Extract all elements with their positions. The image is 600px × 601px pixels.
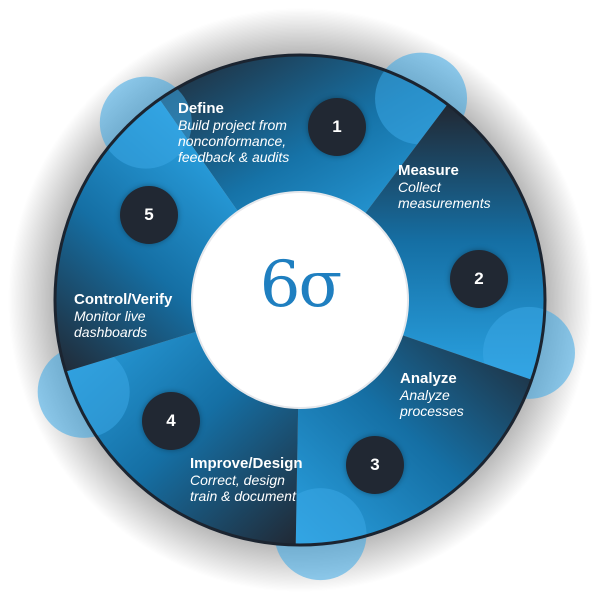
step-description: Analyze processes xyxy=(400,387,464,420)
step-description: Correct, design train & document xyxy=(190,472,296,505)
center-hub xyxy=(192,192,408,408)
step-description: Build project from nonconformance, feedb… xyxy=(178,117,290,166)
step-label-improve-design: Improve/Design Correct, design train & d… xyxy=(190,455,303,504)
step-title: Measure xyxy=(398,162,459,179)
step-label-define: Define Build project from nonconformance… xyxy=(178,100,289,166)
ring-outer-border xyxy=(53,53,547,547)
step-title: Define xyxy=(178,100,224,117)
step-number-badge-2: 2 xyxy=(450,250,508,308)
step-number-badge-4: 4 xyxy=(142,392,200,450)
step-number-badge-1: 1 xyxy=(308,98,366,156)
step-description: Monitor live dashboards xyxy=(74,308,148,341)
step-number-badge-3: 3 xyxy=(346,436,404,494)
six-sigma-symbol: 6σ xyxy=(259,248,342,322)
segment-wave-3 xyxy=(274,488,367,581)
step-label-analyze: Analyze Analyze processes xyxy=(400,370,464,419)
segment-wave-4 xyxy=(37,345,130,438)
step-description: Collect measurements xyxy=(398,179,491,212)
step-label-control-verify: Control/Verify Monitor live dashboards xyxy=(74,291,172,340)
step-title: Improve/Design xyxy=(190,455,303,472)
step-label-measure: Measure Collect measurements xyxy=(398,162,491,211)
step-number-badge-5: 5 xyxy=(120,186,178,244)
step-title: Control/Verify xyxy=(74,291,173,308)
segment-wave-5 xyxy=(99,76,192,169)
ring-segments xyxy=(37,52,575,581)
step-title: Analyze xyxy=(400,370,457,387)
